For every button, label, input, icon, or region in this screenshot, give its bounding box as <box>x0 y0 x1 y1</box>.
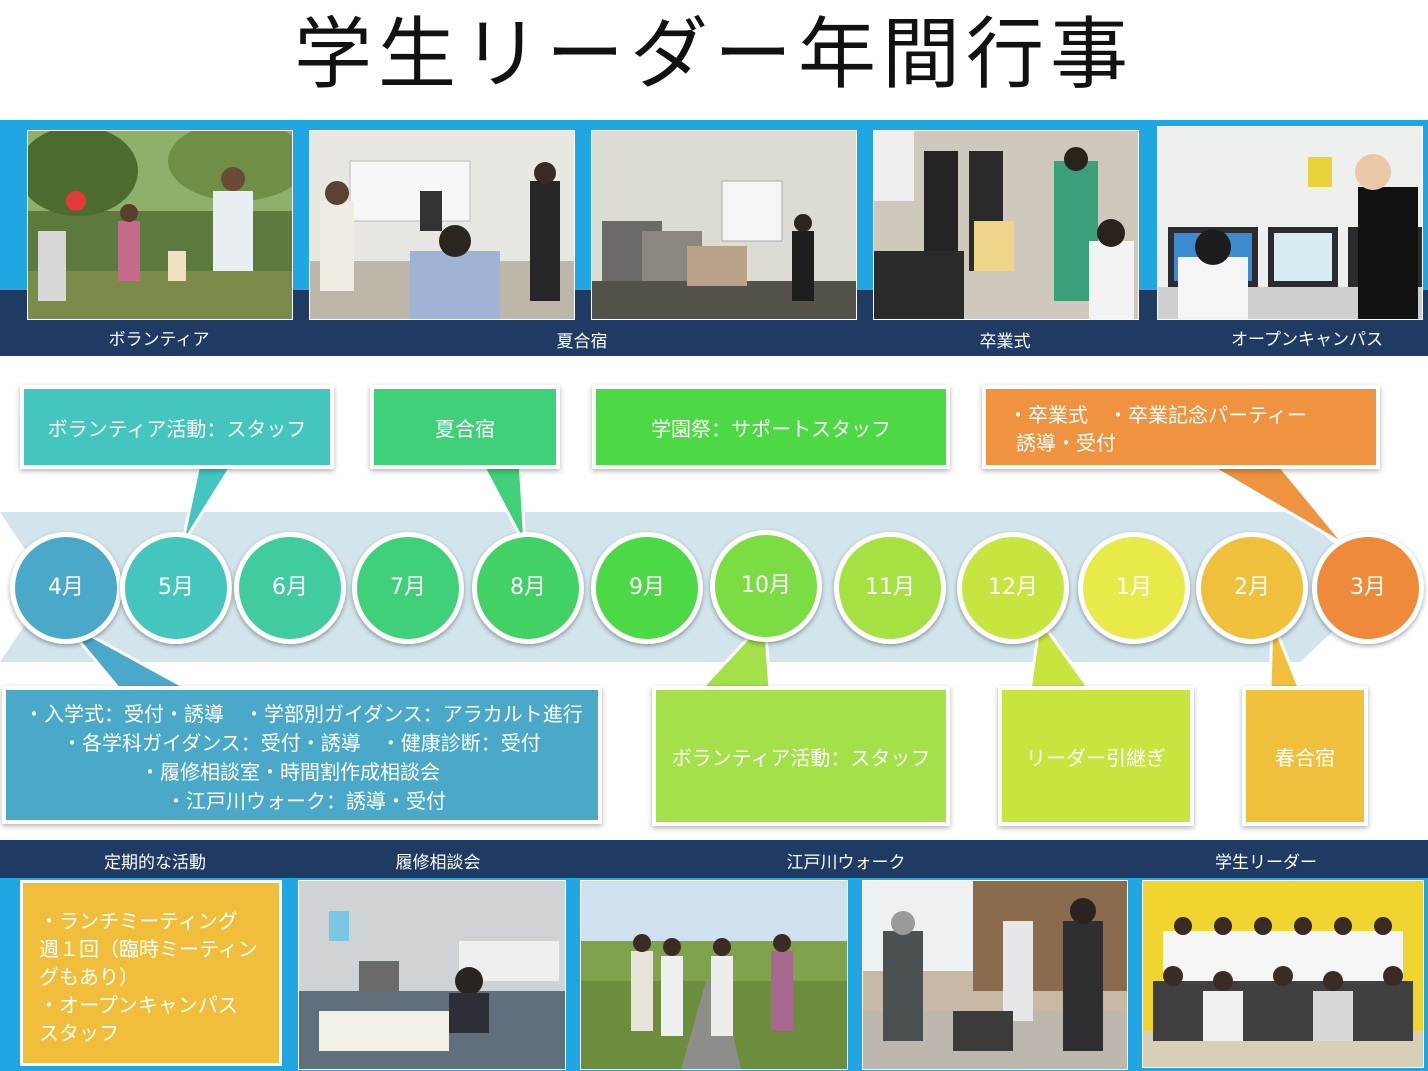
caption-open-campus: オープンキャンパス <box>1231 330 1383 350</box>
photo-edogawa-walk-2 <box>862 880 1128 1070</box>
caption-course-consult: 履修相談会 <box>395 853 481 873</box>
photo-open-campus <box>1157 126 1423 320</box>
photo-course-consult <box>298 880 566 1070</box>
caption-edogawa-walk: 江戸川ウォーク <box>786 853 906 873</box>
photo-student-leader-group <box>1142 880 1424 1068</box>
callout-march-line1: ・卒業式 ・卒業記念パーティー <box>1008 403 1307 427</box>
month-july: 7月 <box>352 532 464 644</box>
photo-edogawa-walk-1 <box>580 880 848 1070</box>
callout-april-line4: ・江戸川ウォーク：誘導・受付 <box>166 789 446 813</box>
month-march: 3月 <box>1312 532 1424 644</box>
month-september: 9月 <box>591 532 703 644</box>
callout-april-line3: ・履修相談室・時間割作成相談会 <box>140 760 440 784</box>
regular-line5: スタッフ <box>39 1021 119 1045</box>
month-january: 1月 <box>1078 532 1190 644</box>
month-august: 8月 <box>472 532 584 644</box>
photo-graduation <box>873 130 1139 320</box>
caption-student-leader: 学生リーダー <box>1215 853 1317 873</box>
callout-october-festival: 学園祭：サポートスタッフ <box>592 385 950 469</box>
callout-march-line2: 誘導・受付 <box>1016 431 1116 455</box>
caption-volunteer: ボランティア <box>108 330 210 350</box>
callout-october-volunteer: ボランティア活動：スタッフ <box>652 686 950 826</box>
caption-regular-activities: 定期的な活動 <box>104 853 206 873</box>
callout-april: ・入学式：受付・誘導 ・学部別ガイダンス：アラカルト進行 ・各学科ガイダンス：受… <box>2 686 602 824</box>
month-april: 4月 <box>10 532 122 644</box>
callout-april-line1: ・入学式：受付・誘導 ・学部別ガイダンス：アラカルト進行 <box>24 702 583 726</box>
month-june: 6月 <box>234 532 346 644</box>
callout-may: ボランティア活動：スタッフ <box>20 385 334 469</box>
month-november: 11月 <box>834 532 946 644</box>
photo-volunteer <box>27 130 293 320</box>
callout-february: 春合宿 <box>1242 686 1368 826</box>
regular-line2: 週１回（臨時ミーティン <box>39 937 258 961</box>
page-title: 学生リーダー年間行事 <box>293 10 1134 100</box>
regular-activities-box: ・ランチミーティング 週１回（臨時ミーティン グもあり） ・オープンキャンパス … <box>20 880 282 1066</box>
callout-april-line2: ・各学科ガイダンス：受付・誘導 ・健康診断：受付 <box>62 731 541 755</box>
regular-line4: ・オープンキャンパス <box>39 993 238 1017</box>
photo-summer-camp-2 <box>591 130 857 320</box>
caption-graduation: 卒業式 <box>979 332 1031 352</box>
photo-summer-camp-1 <box>309 130 575 320</box>
regular-line1: ・ランチミーティング <box>39 909 238 933</box>
callout-august: 夏合宿 <box>370 385 560 469</box>
top-photo-band: ボランティア 夏合宿 卒業式 オープンキャンパス <box>0 120 1428 356</box>
month-february: 2月 <box>1196 532 1308 644</box>
caption-summer-camp: 夏合宿 <box>556 332 608 352</box>
month-october: 10月 <box>710 530 822 642</box>
bottom-caption-bar <box>0 840 1428 878</box>
callout-march: ・卒業式 ・卒業記念パーティー 誘導・受付 <box>982 385 1380 469</box>
callout-december: リーダー引継ぎ <box>998 686 1194 826</box>
month-december: 12月 <box>957 532 1069 644</box>
regular-line3: グもあり） <box>39 965 139 989</box>
month-may: 5月 <box>120 532 232 644</box>
